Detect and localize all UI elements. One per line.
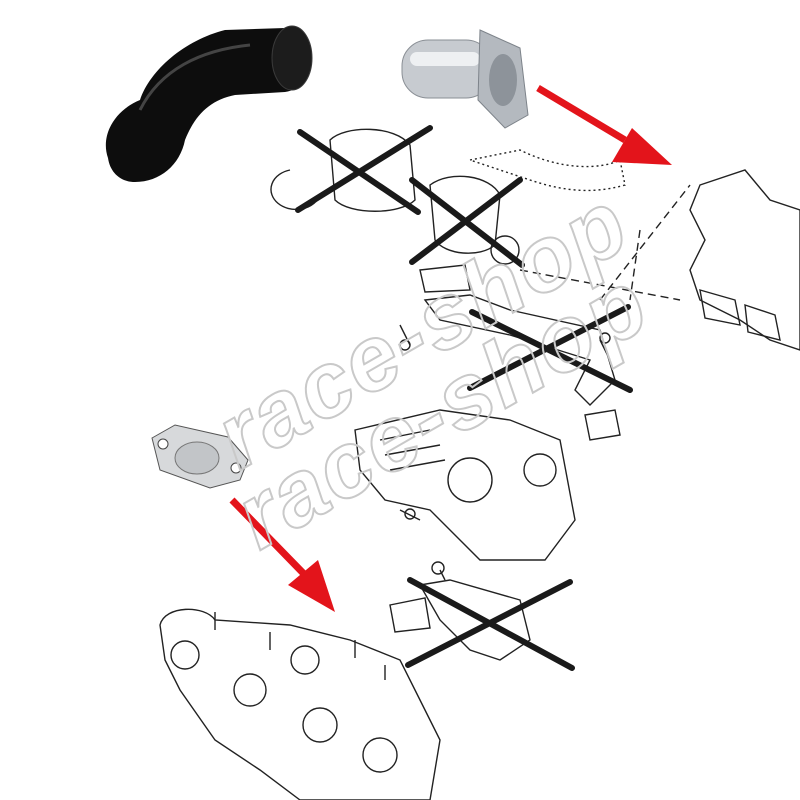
egr-blanking-plate (151, 424, 249, 489)
arrow-to-top-manifold (536, 84, 672, 165)
arrow-to-bottom-manifold (229, 497, 335, 612)
removed-part-crosses (295, 125, 633, 671)
cross-egr-valve (409, 177, 525, 268)
cross-egr-pipe (467, 304, 633, 393)
cross-egr-valve-upper (295, 125, 433, 215)
cross-egr-cooler-outlet (405, 577, 575, 671)
exploded-parts-line-art (159, 128, 800, 800)
aluminium-flange-pipe (401, 29, 529, 129)
silicone-elbow-hose (105, 25, 313, 182)
